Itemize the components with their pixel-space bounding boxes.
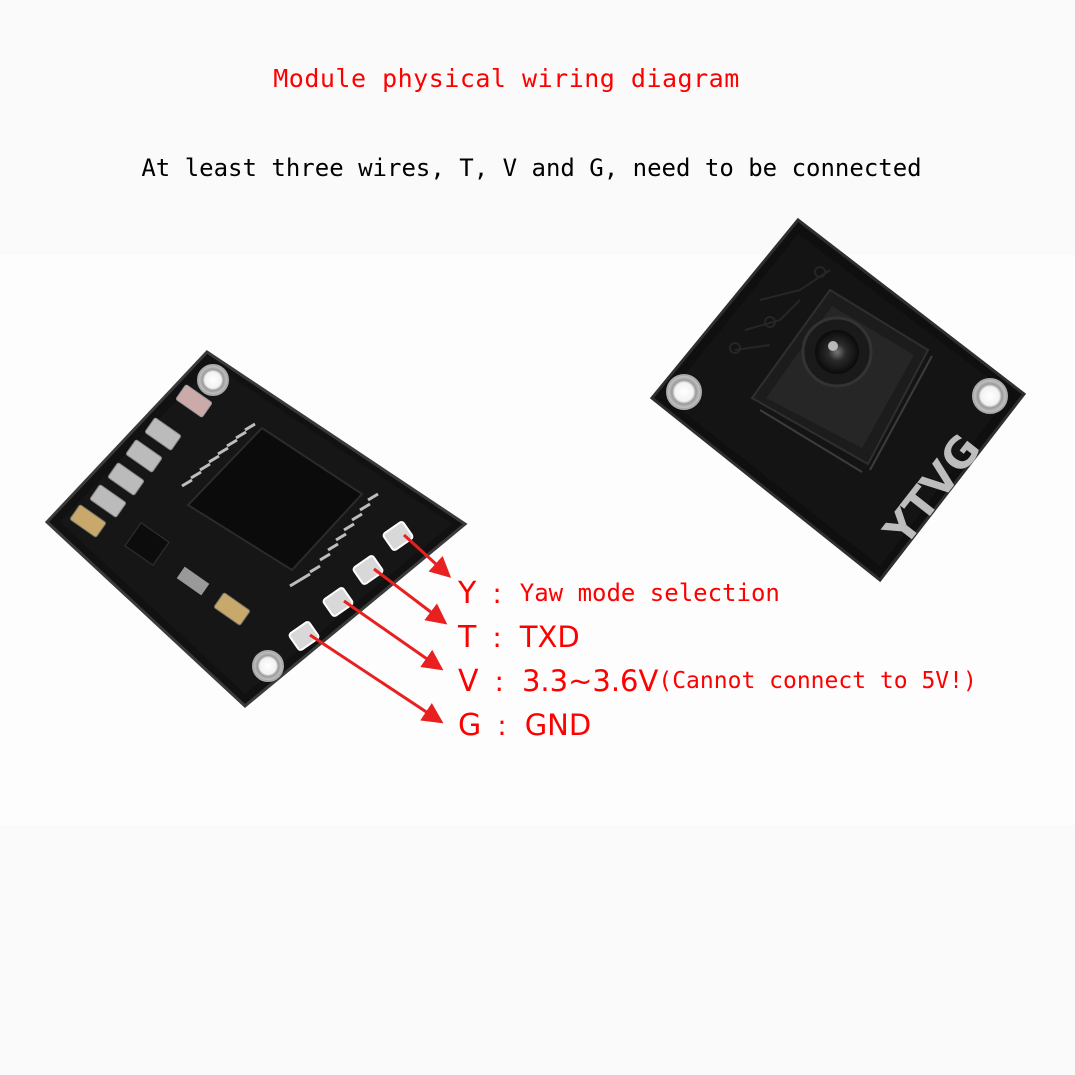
pin-description: Yaw mode selection — [519, 579, 780, 607]
arrow-v — [343, 599, 444, 671]
mounting-hole-icon — [197, 364, 229, 396]
pin-label-t: T : TXD — [458, 617, 580, 657]
right-module-board: YTVG — [649, 217, 1027, 583]
pin-label-y: Y : Yaw mode selection — [458, 573, 780, 613]
connection-instruction: At least three wires, T, V and G, need t… — [141, 154, 922, 182]
main-ic-chip — [186, 426, 364, 572]
pin-label-g: G : GND — [458, 705, 591, 745]
wiring-arrows — [309, 533, 452, 724]
pin-label-v: V : 3.3~3.6V (Cannot connect to 5V!) — [458, 661, 977, 701]
arrow-g — [309, 633, 444, 724]
pin-letter: G — [458, 707, 482, 743]
pin-letter: V — [458, 663, 479, 699]
left-module-board — [44, 350, 468, 708]
pin-description: 3.3~3.6V — [521, 664, 659, 698]
pin-description: TXD — [519, 620, 580, 654]
page-title: Module physical wiring diagram — [273, 64, 740, 93]
pcb-traces — [729, 266, 866, 406]
pin-letter: Y — [458, 575, 477, 611]
mounting-hole-icon — [252, 650, 284, 682]
mounting-hole-icon — [972, 378, 1008, 414]
ic-pins — [181, 422, 379, 588]
pin-pads — [288, 521, 414, 651]
pin-separator: : — [492, 576, 502, 610]
pin-warning-note: (Cannot connect to 5V!) — [658, 668, 977, 694]
arrow-y — [402, 533, 452, 578]
arrow-t — [373, 567, 448, 625]
sensor-pins — [759, 355, 933, 473]
mounting-hole-icon — [666, 374, 702, 410]
smd-components — [70, 384, 250, 626]
pin-letter: T — [458, 619, 477, 655]
pin-description: GND — [524, 708, 592, 742]
pin-separator: : — [492, 620, 502, 654]
pin-separator: : — [494, 664, 504, 698]
pin-separator: : — [497, 708, 507, 742]
